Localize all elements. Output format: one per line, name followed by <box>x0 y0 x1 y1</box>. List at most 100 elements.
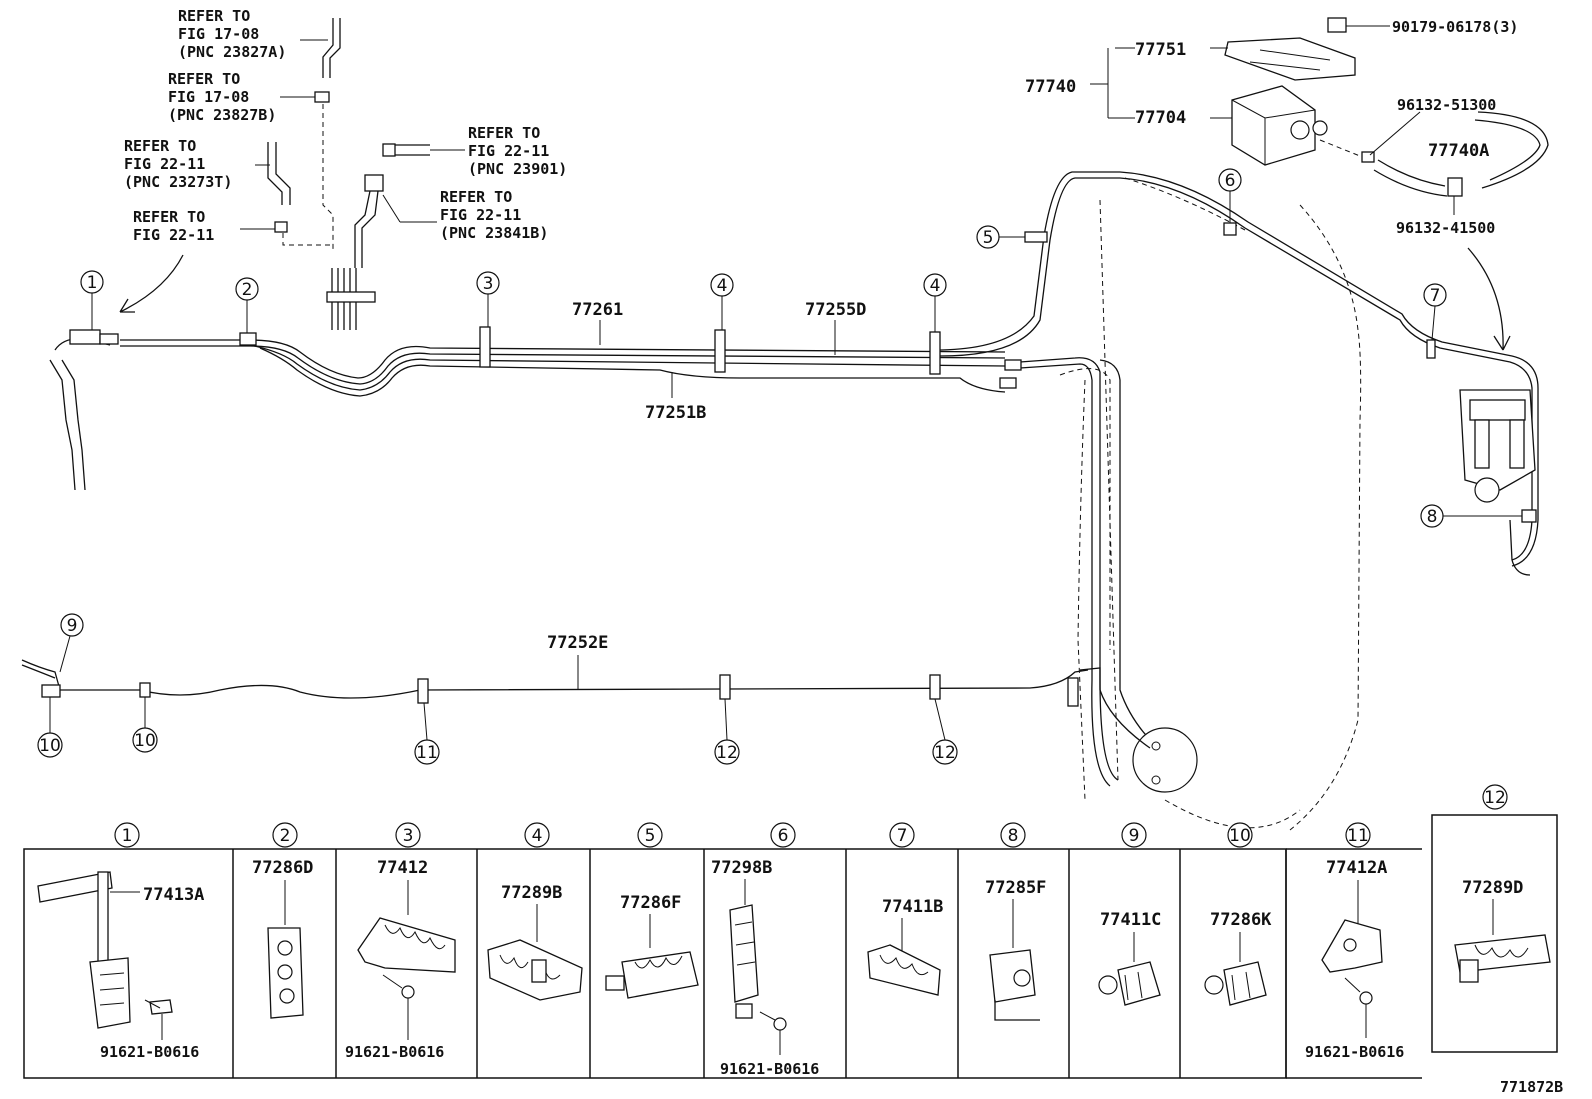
part-77255d: 77255D <box>805 300 866 320</box>
svg-text:12: 12 <box>934 743 956 763</box>
panel-4: 4 77289B <box>487 822 583 1001</box>
svg-text:77285F: 77285F <box>985 878 1046 898</box>
svg-text:12: 12 <box>716 743 738 763</box>
callout-8: 8 <box>1420 504 1522 528</box>
direction-arrow-left <box>119 254 184 313</box>
svg-text:6: 6 <box>1225 171 1236 191</box>
part-77751: 77751 <box>1135 40 1186 60</box>
callout-4a: 4 <box>710 273 734 330</box>
svg-text:REFER TO: REFER TO <box>133 208 205 226</box>
callout-12a: 12 <box>714 698 740 765</box>
fuel-pump-ring <box>1132 727 1198 793</box>
part-77704: 77704 <box>1135 108 1186 128</box>
svg-text:91621-B0616: 91621-B0616 <box>720 1060 819 1078</box>
svg-text:(PNC 23841B): (PNC 23841B) <box>440 224 548 242</box>
canister-assembly <box>1090 17 1549 215</box>
callout-2: 2 <box>235 277 259 333</box>
connector-upper-2 <box>999 377 1017 389</box>
callout-11: 11 <box>414 702 440 765</box>
svg-text:77413A: 77413A <box>143 885 204 905</box>
panel-7: 7 77411B <box>867 822 943 996</box>
svg-text:2: 2 <box>280 826 291 846</box>
reference-23841b: REFER TO FIG 22-11 (PNC 23841B) <box>440 188 548 242</box>
panel-6: 6 77298B 91621-B0616 <box>711 822 819 1078</box>
panel-3: 3 77412 91621-B0616 <box>345 822 456 1061</box>
svg-text:77286F: 77286F <box>620 893 681 913</box>
callout-7: 7 <box>1423 283 1447 341</box>
callout-4b: 4 <box>923 273 947 332</box>
svg-text:7: 7 <box>897 826 908 846</box>
svg-text:77286D: 77286D <box>252 858 313 878</box>
svg-text:77298B: 77298B <box>711 858 772 878</box>
panel-5: 5 77286F <box>605 822 699 999</box>
svg-text:1: 1 <box>87 273 98 293</box>
svg-text:8: 8 <box>1008 826 1019 846</box>
svg-text:2: 2 <box>242 280 253 300</box>
svg-text:6: 6 <box>778 826 789 846</box>
svg-text:4: 4 <box>717 276 728 296</box>
reference-23901: REFER TO FIG 22-11 (PNC 23901) <box>468 124 567 178</box>
svg-text:4: 4 <box>532 826 543 846</box>
svg-text:REFER TO: REFER TO <box>440 188 512 206</box>
callout-3: 3 <box>476 271 500 327</box>
svg-text:77289B: 77289B <box>501 883 562 903</box>
part-96132-51300: 96132-51300 <box>1397 96 1496 114</box>
part-77261: 77261 <box>572 300 623 320</box>
part-96132-41500: 96132-41500 <box>1396 219 1495 237</box>
svg-text:FIG 22-11: FIG 22-11 <box>133 226 214 244</box>
reference-23273t: REFER TO FIG 22-11 (PNC 23273T) <box>124 137 232 191</box>
fuel-tube-lower <box>21 659 1151 749</box>
callout-1: 1 <box>80 270 104 330</box>
reference-fig-22-11: REFER TO FIG 22-11 <box>133 208 214 244</box>
panel-10: 10 77286K <box>1204 822 1272 1006</box>
fuel-pump-module <box>1459 389 1536 576</box>
part-77252e: 77252E <box>547 633 608 653</box>
svg-text:9: 9 <box>1129 826 1140 846</box>
svg-text:10: 10 <box>39 736 61 756</box>
reference-23827a: REFER TO FIG 17-08 (PNC 23827A) <box>178 7 286 61</box>
svg-text:FIG 22-11: FIG 22-11 <box>440 206 521 224</box>
svg-text:5: 5 <box>983 228 994 248</box>
panel-9: 9 77411C <box>1098 822 1161 1006</box>
reference-23827b: REFER TO FIG 17-08 (PNC 23827B) <box>168 70 276 124</box>
svg-text:10: 10 <box>1229 826 1251 846</box>
panel-11: 11 77412A 91621-B0616 <box>1305 822 1404 1061</box>
connector-upper-1 <box>1004 359 1022 371</box>
svg-text:7: 7 <box>1430 286 1441 306</box>
part-77251b: 77251B <box>645 403 706 423</box>
panel-1: 1 77413A 91621-B0616 <box>37 822 204 1061</box>
svg-text:77411B: 77411B <box>882 897 943 917</box>
svg-text:91621-B0616: 91621-B0616 <box>100 1043 199 1061</box>
svg-text:11: 11 <box>416 743 438 763</box>
svg-text:4: 4 <box>930 276 941 296</box>
callout-9: 9 <box>59 613 84 673</box>
svg-text:3: 3 <box>483 274 494 294</box>
svg-text:(PNC 23273T): (PNC 23273T) <box>124 173 232 191</box>
callout-10b: 10 <box>132 697 158 753</box>
clamps-upper <box>479 222 1537 523</box>
svg-text:(PNC 23827B): (PNC 23827B) <box>168 106 276 124</box>
svg-text:11: 11 <box>1347 826 1369 846</box>
reference-parts <box>240 18 465 330</box>
svg-text:REFER TO: REFER TO <box>178 7 250 25</box>
detail-panels <box>23 814 1558 1079</box>
svg-text:1: 1 <box>122 826 133 846</box>
svg-text:77286K: 77286K <box>1210 910 1272 930</box>
svg-text:77412: 77412 <box>377 858 428 878</box>
direction-arrow-right <box>1467 247 1511 351</box>
svg-text:FIG 17-08: FIG 17-08 <box>168 88 249 106</box>
svg-text:FIG 17-08: FIG 17-08 <box>178 25 259 43</box>
svg-text:77289D: 77289D <box>1462 878 1523 898</box>
svg-text:FIG 22-11: FIG 22-11 <box>124 155 205 173</box>
fuel-tank-outline <box>1099 199 1301 829</box>
svg-text:91621-B0616: 91621-B0616 <box>345 1043 444 1061</box>
callout-6: 6 <box>1218 168 1242 223</box>
callout-5: 5 <box>976 225 1025 249</box>
svg-text:77411C: 77411C <box>1100 910 1161 930</box>
svg-text:(PNC 23827A): (PNC 23827A) <box>178 43 286 61</box>
svg-text:FIG 22-11: FIG 22-11 <box>468 142 549 160</box>
svg-text:12: 12 <box>1484 788 1506 808</box>
part-77740a: 77740A <box>1428 141 1489 161</box>
